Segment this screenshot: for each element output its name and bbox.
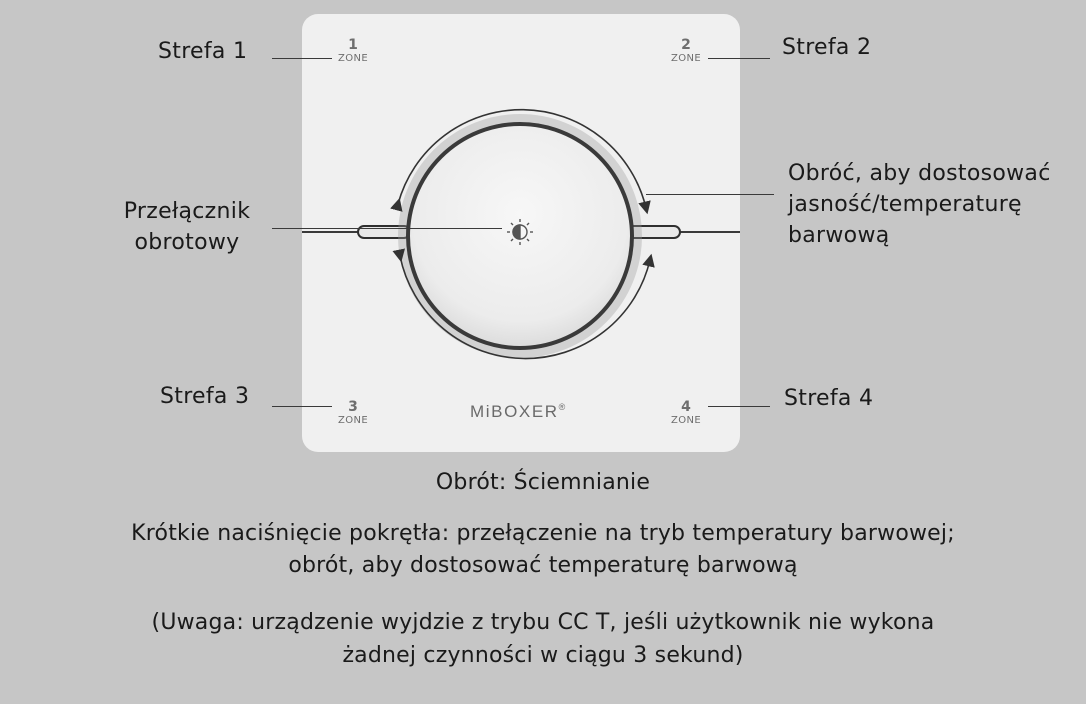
zone-number: 3 [348, 399, 358, 415]
zone-number: 4 [681, 399, 691, 415]
brand-name: MiBOXER [470, 402, 559, 421]
leader-line-switch [272, 228, 502, 230]
caption-short-press-2: obrót, aby dostosować temperaturę barwow… [288, 553, 798, 578]
caption-note-2: żadnej czynności w ciągu 3 sekund) [342, 643, 744, 668]
zone-text: ZONE [337, 415, 369, 426]
zone-4-marking[interactable]: 4 ZONE [666, 400, 706, 427]
zone-number: 2 [681, 37, 691, 53]
callout-zone4: Strefa 4 [784, 386, 874, 411]
leader-line-zone3 [272, 406, 332, 408]
zone-2-marking[interactable]: 2 ZONE [666, 38, 706, 65]
caption-note-1: (Uwaga: urządzenie wyjdzie z trybu CC T,… [151, 610, 935, 635]
caption-short-press-1: Krótkie naciśnięcie pokrętła: przełączen… [131, 521, 955, 546]
callout-switch: Przełącznik obrotowy [123, 199, 251, 255]
zone-number: 1 [348, 37, 358, 53]
brand-logo: MiBOXER® [470, 402, 580, 422]
leader-line-zone1 [272, 58, 332, 60]
zone-3-marking[interactable]: 3 ZONE [333, 400, 373, 427]
callout-zone2: Strefa 2 [782, 35, 872, 60]
zone-1-marking[interactable]: 1 ZONE [333, 38, 373, 65]
zone-text: ZONE [670, 53, 702, 64]
rotate-arrow-lower [392, 248, 655, 360]
callout-zone3: Strefa 3 [160, 384, 250, 409]
leader-line-zone2 [708, 58, 770, 60]
rotate-arrow-upper [390, 108, 651, 215]
leader-line-rotate [646, 194, 774, 196]
zone-text: ZONE [670, 415, 702, 426]
caption-rotation: Obrót: Ściemnianie [435, 470, 651, 495]
callout-rotate: Obróć, aby dostosować jasność/temperatur… [788, 161, 1051, 248]
callout-zone1: Strefa 1 [158, 39, 248, 64]
brightness-icon [507, 219, 533, 245]
registered-mark: ® [558, 402, 566, 412]
zone-text: ZONE [337, 53, 369, 64]
leader-line-zone4 [708, 406, 770, 408]
